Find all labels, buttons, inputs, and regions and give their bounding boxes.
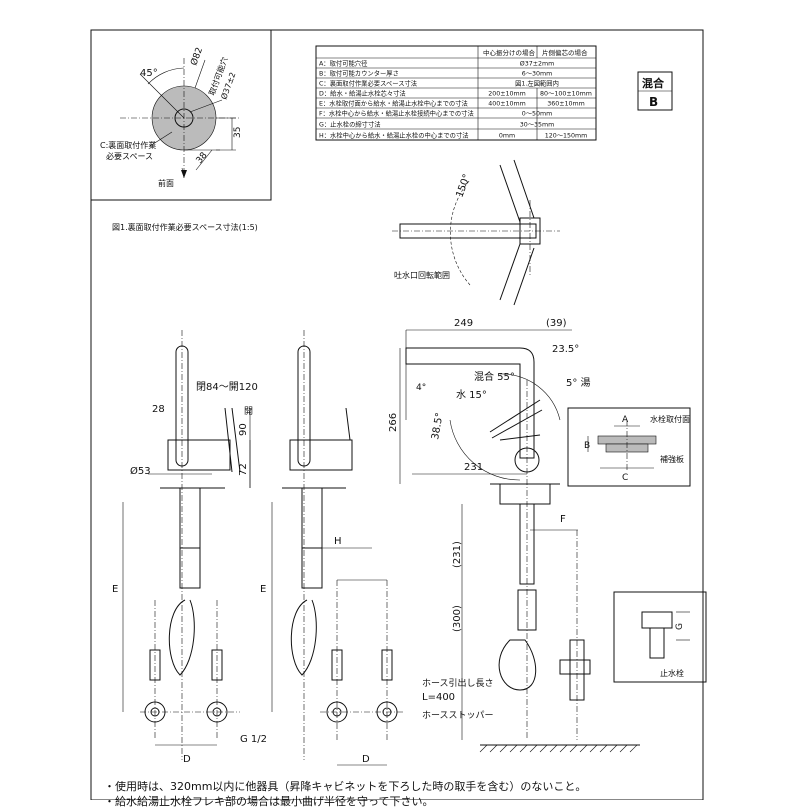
spec-row-center: 0～50mm [522, 111, 553, 118]
detail-A: A [622, 415, 629, 425]
angle-23-5: 23.5° [552, 344, 579, 355]
hose-stopper: ホースストッパー [422, 710, 494, 721]
spec-row-label: C：裏面取付作業必要スペース寸法 [319, 79, 417, 88]
top-view-faucet [392, 159, 560, 306]
detail-box-mount [567, 407, 691, 487]
spec-row-side: 120～150mm [545, 133, 588, 140]
lever-range: 閉84～開120 [196, 381, 258, 393]
fig1-space-label-2: 必要スペース [106, 151, 153, 161]
dim-dia53: Ø53 [130, 465, 151, 477]
spec-row-label: G：止水栓の締寸寸法 [319, 120, 381, 129]
angle-hot: 5° 湯 [566, 376, 591, 389]
angle-38-5: 38.5° [430, 412, 446, 441]
spec-row-center: 30～35mm [520, 122, 555, 129]
spec-row-center: 0mm [499, 133, 515, 140]
spec-row-label: D：給水・給湯止水栓芯々寸法 [319, 89, 406, 98]
detail-B: B [584, 441, 590, 451]
badge-top: 混合 [642, 76, 665, 90]
fig1-d38: 38 [195, 151, 210, 166]
dim-266: 266 [388, 413, 399, 432]
dim-D2: D [362, 754, 370, 765]
top-view-angle: 150° [454, 173, 473, 199]
note-line-2: ・給水給湯止水栓フレキ部の場合は最小曲げ半径を守って下さい。 [104, 795, 434, 808]
spec-row-center: 200±10mm [488, 91, 526, 98]
dim-28: 28 [152, 404, 165, 415]
fig1-box [90, 29, 272, 201]
fig1-front: 前面 [158, 178, 174, 188]
detail-box-valve [613, 591, 707, 683]
spec-row-center: 400±10mm [488, 101, 526, 108]
spec-row-center: 図1.左図範囲内 [515, 79, 559, 88]
spec-row-label: B：取付可能カウンター厚さ [319, 69, 399, 78]
table-col-side: 片側偏芯の場合 [542, 48, 588, 57]
detail-mount-diagram [587, 420, 657, 470]
spec-row-label: H：水栓中心から給水・給湯止水栓の中心までの寸法 [319, 131, 469, 140]
table-col-center: 中心振分けの場合 [483, 48, 536, 57]
detail-plate: 補強板 [660, 454, 684, 464]
dim-E2: E [260, 584, 266, 595]
dim-H: H [334, 536, 342, 547]
spec-row-label: E：水栓取付面から給水・給湯止水栓中心までの寸法 [319, 99, 468, 108]
fig1-hole-diagram [120, 58, 240, 179]
dim-D1: D [183, 754, 191, 765]
fig1-d35: 35 [233, 127, 243, 138]
detail-valve-diagram [641, 611, 690, 659]
front-view-1 [122, 330, 251, 760]
angle-mix: 混合 55° [474, 370, 515, 383]
dim-231: 231 [464, 462, 483, 473]
spec-row-center: 6～30mm [522, 71, 553, 78]
detail-valve: 止水栓 [660, 668, 684, 678]
spec-row-center: Ø37±2mm [520, 60, 555, 68]
dim-249: 249 [454, 318, 473, 329]
thread-label: G 1/2 [240, 734, 267, 745]
hose-length-label: ホース引出し長さ [422, 677, 494, 689]
frame-border [90, 29, 704, 800]
fig1-space-label-1: C:裏面取付作業 [100, 140, 156, 150]
detail-G: G [675, 623, 685, 630]
dim-F: F [560, 514, 566, 525]
spec-row-label: F：水栓中心から給水・給湯止水栓接続中心までの寸法 [319, 109, 474, 118]
fig1-dia82: Ø82 [188, 46, 205, 67]
dim-90: 90 [238, 423, 249, 436]
angle-water: 水 15° [456, 389, 487, 401]
spec-table [315, 45, 597, 141]
dim-39: (39) [546, 318, 567, 329]
spec-row-side: 80～100±10mm [540, 91, 592, 98]
dim-E1: E [112, 584, 118, 595]
top-view-label: 吐水口回転範囲 [394, 270, 450, 280]
fig1-angle: 45° [140, 68, 158, 79]
dim-231-b: (231) [452, 541, 463, 568]
badge-bottom: B [649, 95, 658, 109]
detail-C: C [622, 473, 628, 483]
detail-surface: 水栓取付面 [650, 414, 690, 424]
hose-L: L=400 [422, 692, 455, 703]
note-line-1: ・使用時は、320mm以内に他器具（昇降キャビネットを下ろした時の取手を含む）の… [104, 780, 587, 793]
angle-4: 4° [416, 383, 426, 393]
lever-open: 開 [244, 406, 253, 417]
spec-row-label: A：取付可能穴径 [319, 59, 368, 68]
dim-300: (300) [452, 605, 463, 632]
fig1-caption: 図1.裏面取付作業必要スペース寸法(1:5) [112, 222, 258, 232]
side-view-faucet [399, 329, 640, 753]
dim-72: 72 [238, 463, 249, 476]
front-view-2 [271, 330, 405, 766]
spec-row-side: 360±10mm [547, 101, 585, 108]
